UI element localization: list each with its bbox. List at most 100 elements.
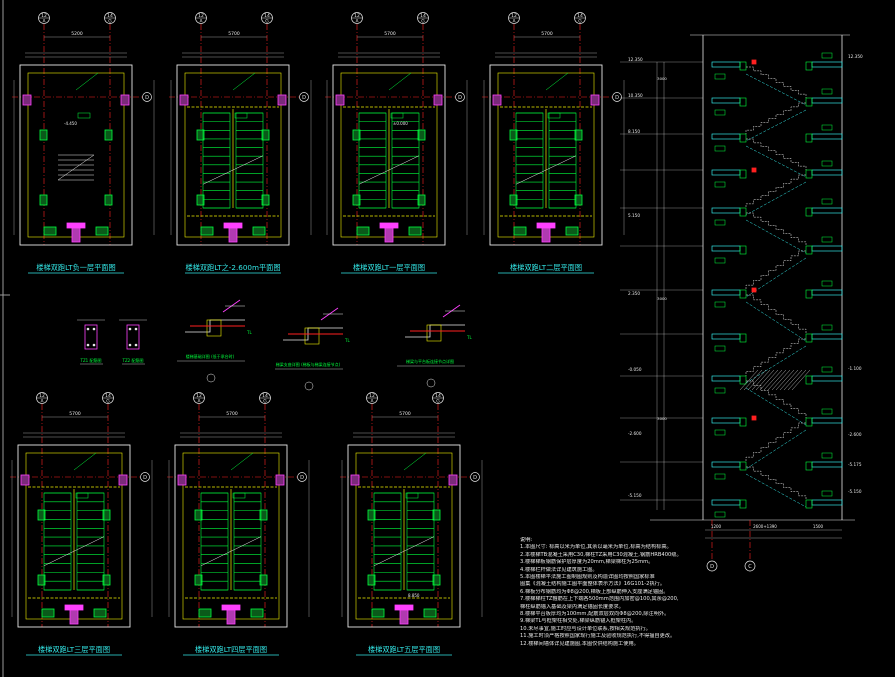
break-line: [358, 155, 420, 185]
column: [177, 474, 187, 486]
wall-block: [261, 129, 270, 141]
stair-flight: [235, 112, 264, 209]
elevation-right: -5.175: [848, 462, 862, 467]
wall-block: [356, 226, 370, 236]
column: [179, 94, 189, 106]
landing-slab: [711, 375, 741, 382]
wall-block: [250, 608, 264, 618]
plan-title: 楼梯双跑LT一层平面图: [353, 263, 425, 272]
section-tag: [714, 73, 726, 80]
axis-letter-section: C: [748, 564, 752, 570]
stair-flight: [358, 112, 387, 209]
axis-letter: G: [436, 399, 440, 405]
wall-block: [417, 194, 426, 206]
break-line: [43, 536, 105, 566]
beam-marker: [751, 415, 757, 421]
detail-index-bubble: [206, 373, 216, 383]
section-tag: [714, 145, 726, 152]
landing-slab: [811, 245, 843, 252]
note-item: 12.楼梯间墙体详见建施图,本图仅供结构施工使用。: [520, 640, 639, 647]
stair-flight: [233, 492, 262, 591]
dimension-top: 5700: [541, 31, 553, 37]
note-item: 4.楼梯栏杆做法详见建筑施工图。: [520, 566, 598, 573]
section-tag: [714, 219, 726, 226]
stair-wall-outline: [489, 64, 603, 246]
note-item: 8.楼梯平台板厚均为100mm,配筋双层双向Φ8@200,除注明外。: [520, 611, 670, 618]
elevation-left: -2.600: [628, 431, 642, 436]
wall-block: [196, 129, 205, 141]
leader: [388, 72, 412, 91]
wall-block: [513, 226, 527, 236]
wall-block: [432, 574, 441, 586]
stair-flight-section: [746, 66, 807, 98]
elevation-left: 2.350: [628, 291, 640, 296]
wall-block: [252, 226, 266, 236]
detail-index-bubble: [304, 381, 314, 391]
tz-column-cap: [394, 604, 414, 611]
wall-block: [509, 129, 518, 141]
stair-slab-underside: [745, 109, 807, 142]
wall-block: [417, 129, 426, 141]
axis-number: 12: [354, 13, 360, 19]
stair-flight-section: [746, 138, 807, 170]
plan-title: 楼梯双跑LT二层平面图: [510, 263, 582, 272]
axis-number: 14: [262, 393, 268, 399]
tz-section-2: TZ2 配筋图: [119, 319, 147, 365]
wall-block: [574, 194, 583, 206]
elevation-right: -2.600: [848, 432, 862, 437]
section-tag: [821, 490, 833, 497]
elevation-right: -5.150: [848, 489, 862, 494]
section-tag: [714, 301, 726, 308]
stair-slab-underside: [745, 387, 807, 426]
axis-bubble-side: [612, 92, 622, 102]
leader: [232, 72, 256, 91]
beam-block: [805, 61, 813, 71]
stair-wall-outline: [17, 444, 131, 628]
tz-section-outline: [126, 324, 140, 350]
dimension-top: 5700: [384, 31, 396, 37]
notes-heading: 说明:: [520, 537, 533, 543]
landing-slab: [811, 207, 843, 214]
stair-flight-section: [745, 422, 806, 462]
stair-flight: [76, 492, 105, 591]
tz-column: [228, 227, 238, 243]
section-tag: [821, 52, 833, 59]
landing-slab: [711, 169, 741, 176]
stair-flight: [391, 112, 420, 209]
landing-slab: [711, 133, 741, 140]
section-tag: [714, 473, 726, 480]
design-notes: 说明: 1.本图尺寸: 标高以米为单位,其余以毫米为单位,标高为结构标高。2.本…: [520, 537, 790, 648]
beam-block: [805, 169, 813, 179]
plan-elevation: -4.450: [64, 121, 77, 126]
detail-tag: TL: [344, 338, 350, 343]
column: [492, 94, 502, 106]
landing-slab: [811, 375, 843, 382]
hatch-line: [791, 369, 811, 391]
elevation-left: 5.150: [628, 213, 640, 218]
elevation-right: 12.350: [848, 54, 863, 59]
stair-flight-section: [745, 250, 806, 290]
tz-column: [69, 609, 79, 625]
axis-letter: A: [512, 19, 516, 25]
section-tag: [821, 280, 833, 287]
beam-block: [805, 97, 813, 107]
hatch-line: [767, 369, 787, 391]
axis-letter-side: D: [473, 475, 477, 481]
column: [277, 94, 287, 106]
section-tag: [714, 109, 726, 116]
wall-block: [261, 194, 270, 206]
axis-letter: G: [265, 19, 269, 25]
detail-index-bubble: [426, 378, 436, 388]
section-tag: [821, 198, 833, 205]
axis-bubble-side: [299, 92, 309, 102]
beam-block: [805, 417, 813, 427]
stair-wall-outline: [176, 64, 290, 246]
stair-flight: [406, 492, 435, 591]
axis-number: 12: [41, 13, 47, 19]
wall-block: [104, 129, 113, 141]
